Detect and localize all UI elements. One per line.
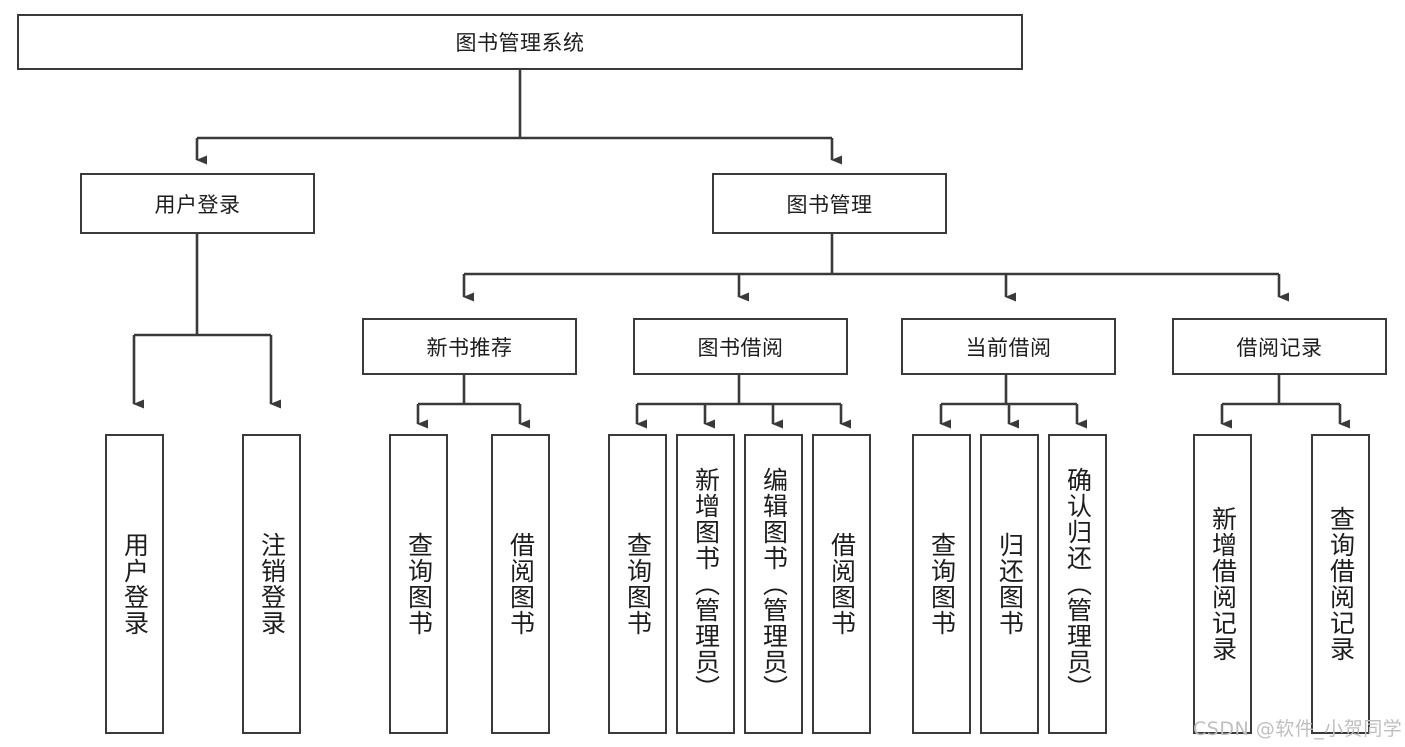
leaf-borrow-book-rec[interactable]: 借阅图书 [491,434,550,734]
leaf-query-book-rec[interactable]: 查询图书 [389,434,448,734]
leaf-borrow-book-borrow-label: 借阅图书 [827,532,857,636]
leaf-query-book-rec-label: 查询图书 [404,532,434,636]
leaf-confirm-return-admin-label: 确认归还（管理员） [1063,467,1093,701]
leaf-query-book-borrow-label: 查询图书 [623,532,653,636]
leaf-user-login-label: 用户登录 [120,532,150,636]
node-book-management-label: 图书管理 [786,192,873,217]
csdn-watermark: CSDN @软件_小贺同学 [1193,718,1403,740]
node-book-borrow[interactable]: 图书借阅 [633,318,848,375]
leaf-add-borrow-record[interactable]: 新增借阅记录 [1193,434,1252,734]
node-new-book-recommend[interactable]: 新书推荐 [362,318,577,375]
leaf-add-book-admin[interactable]: 新增图书（管理员） [676,434,735,734]
node-user-login-label: 用户登录 [154,192,241,217]
node-borrow-record-label: 借阅记录 [1236,335,1323,360]
leaf-logout-label: 注销登录 [257,532,287,636]
leaf-query-book-current[interactable]: 查询图书 [912,434,971,734]
leaf-return-book-label: 归还图书 [995,532,1025,636]
leaf-borrow-book-rec-label: 借阅图书 [506,532,536,636]
leaf-add-borrow-record-label: 新增借阅记录 [1208,506,1238,662]
leaf-query-borrow-record-label: 查询借阅记录 [1326,506,1356,662]
node-current-borrow-label: 当前借阅 [965,335,1052,360]
leaf-add-book-admin-label: 新增图书（管理员） [691,467,721,701]
leaf-return-book[interactable]: 归还图书 [980,434,1039,734]
node-user-login[interactable]: 用户登录 [80,173,315,234]
leaf-query-book-borrow[interactable]: 查询图书 [608,434,667,734]
node-current-borrow[interactable]: 当前借阅 [901,318,1116,375]
leaf-logout[interactable]: 注销登录 [242,434,301,734]
node-root[interactable]: 图书管理系统 [17,14,1023,70]
leaf-query-borrow-record[interactable]: 查询借阅记录 [1311,434,1370,734]
leaf-edit-book-admin-label: 编辑图书（管理员） [759,467,789,701]
node-book-borrow-label: 图书借阅 [697,335,784,360]
leaf-query-book-current-label: 查询图书 [927,532,957,636]
leaf-edit-book-admin[interactable]: 编辑图书（管理员） [744,434,803,734]
node-book-management[interactable]: 图书管理 [712,173,947,234]
node-borrow-record[interactable]: 借阅记录 [1172,318,1387,375]
node-new-book-recommend-label: 新书推荐 [426,335,513,360]
leaf-user-login[interactable]: 用户登录 [105,434,164,734]
node-root-label: 图书管理系统 [455,31,585,55]
leaf-confirm-return-admin[interactable]: 确认归还（管理员） [1048,434,1107,734]
leaf-borrow-book-borrow[interactable]: 借阅图书 [812,434,871,734]
